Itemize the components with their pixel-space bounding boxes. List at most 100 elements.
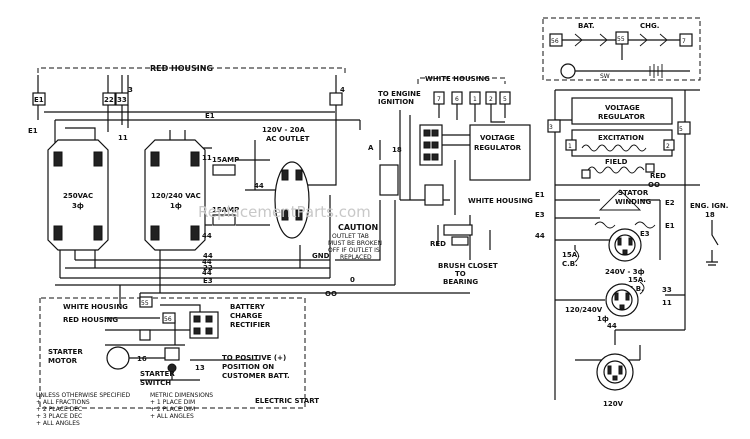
right-44-b: 44	[607, 322, 617, 330]
gen-120-line2: 1ф	[170, 202, 182, 210]
starter-switch-line2: SWITCH	[140, 379, 171, 387]
right-cb-a: 15A. C.B.	[562, 249, 580, 268]
wire-18: 18	[392, 146, 402, 154]
engine-ignition-note: TO ENGINE IGNITION	[378, 90, 421, 106]
note-right-1: + 1 PLACE DIM	[150, 399, 195, 406]
field-red-label: RED	[650, 172, 666, 180]
right-33-label: 33	[662, 286, 672, 294]
wire-e1-top: E1	[205, 112, 215, 120]
notes-right: METRIC DIMENSIONS + 1 PLACE DIM + 2 PLAC…	[150, 392, 213, 420]
right-sw-label: SW	[600, 73, 610, 80]
white-housing-mid-label: WHITE HOUSING	[468, 197, 533, 205]
right-terminal-66: 56	[551, 38, 559, 45]
wire-44-d: 44	[202, 269, 212, 277]
watermark: ReplacementParts.com	[198, 203, 371, 221]
generator-120-240vac: 120/240 VAC 1ф	[144, 139, 206, 251]
caution-title: CAUTION	[338, 223, 378, 232]
wh-terminal-2: 2	[489, 96, 493, 103]
caution-line3: OFF IF OUTLET IS	[328, 247, 380, 254]
starter-switch: STARTER SWITCH 13	[140, 347, 205, 387]
top-terminal-4: 4	[329, 86, 345, 106]
bottom-housing-outline	[39, 297, 306, 409]
top-terminal-33: 33	[115, 92, 129, 106]
wh-terminal-1: 1	[473, 96, 477, 103]
top-terminal-22: 22	[102, 92, 116, 106]
brush-line1: BRUSH CLOSET	[438, 262, 498, 270]
excite-2: 2	[666, 143, 670, 150]
mid-terminal-block	[419, 124, 443, 166]
bcr-line1: BATTERY	[230, 303, 266, 311]
engine-ignition-line1: TO ENGINE	[378, 90, 421, 98]
outlet-120v-20a: 120V - 20A AC OUTLET	[262, 126, 310, 239]
right-excitation: EXCITATION 1 2	[565, 129, 675, 157]
right-stator-winding: STATOR WINDING	[594, 189, 656, 229]
terminal-3-label: 3	[128, 86, 133, 94]
cb-b-line2: C.B.	[628, 285, 644, 293]
wire-gnd: GND	[312, 252, 330, 260]
receptacle-120-label: 120V	[603, 400, 624, 408]
right-e1-b: E1	[665, 222, 675, 230]
bottom-housing-labels: WHITE HOUSING RED HOUSING	[63, 303, 128, 324]
white-housing-mid: WHITE HOUSING	[468, 197, 533, 205]
wh-terminal-5: 5	[503, 96, 507, 103]
brush-red-label: RED	[430, 240, 446, 248]
right-vr-line2: REGULATOR	[598, 113, 646, 121]
caution-line1: OUTLET TAB	[332, 233, 369, 240]
right-11-label: 11	[662, 299, 672, 307]
fuse-top-label: 15AMP	[212, 156, 239, 164]
fuse-15amp-top: 15AMP	[212, 156, 239, 176]
note-left-3: + 3 PLACE DEC	[36, 413, 82, 420]
wire-22-mid: 22	[203, 264, 213, 272]
right-receptacle-120-240: 120/240V 1ф	[565, 283, 639, 323]
wire-44-b: 44	[202, 232, 212, 240]
right-receptacle-240: 240V - 3ф	[605, 228, 645, 276]
right-44-label: 44	[535, 232, 545, 240]
right-terminal-3: 3	[549, 124, 553, 131]
electric-start: ELECTRIC START	[255, 397, 319, 405]
note-left-0: UNLESS OTHERWISE SPECIFIED	[36, 392, 131, 399]
right-e1-label: E1	[535, 191, 545, 199]
outlet-line1: 120V - 20A	[262, 126, 306, 134]
cb-b-line1: 15A.	[628, 276, 646, 284]
fuse-bottom-label: 15AMP	[212, 206, 239, 214]
terminal-4-label: 4	[340, 86, 345, 94]
starter-switch-line1: STARTER	[140, 370, 175, 378]
left-wire-labels: E1 E1 11 11 44 44 44 44 A 18 44 22 E3 0 …	[28, 112, 402, 298]
small-component-mid	[379, 164, 444, 206]
starter-wire-16: 16	[137, 355, 147, 363]
right-oo-label: OO	[648, 181, 660, 189]
eng-ign-line2: 18	[705, 211, 715, 219]
wire-a: A	[368, 144, 374, 152]
vr-mid-line2: REGULATOR	[474, 144, 522, 152]
note-right-0: METRIC DIMENSIONS	[150, 392, 213, 399]
right-terminal-99: 5	[679, 126, 683, 133]
starter-wire-13: 13	[195, 364, 205, 372]
white-housing-bottom: WHITE HOUSING	[63, 303, 128, 311]
note-right-3: + ALL ANGLES	[150, 413, 194, 420]
right-bat-label: BAT.	[578, 22, 595, 30]
electric-start-label: ELECTRIC START	[255, 397, 319, 405]
right-vr-line1: VOLTAGE	[605, 104, 640, 112]
right-eng-ign: ENG. IGN. 18	[690, 202, 728, 266]
right-excitation-label: EXCITATION	[598, 134, 644, 142]
wire-44-a: 44	[254, 182, 264, 190]
white-housing-label: WHITE HOUSING	[425, 75, 490, 83]
right-bat-chg-box: BAT. CHG. 56 55 7 SW	[549, 22, 693, 80]
right-field-label: FIELD	[605, 158, 628, 166]
outlet-line2: AC OUTLET	[266, 135, 310, 143]
right-e3-b: E3	[640, 230, 650, 238]
wire-44-main: 44	[203, 252, 213, 260]
stator-line1: STATOR	[618, 189, 649, 197]
red-housing-label: RED HOUSING	[150, 64, 213, 73]
right-top-dashed-box	[542, 17, 701, 81]
note-left-4: + ALL ANGLES	[36, 420, 80, 427]
to-positive-line2: POSITION ON	[222, 363, 274, 371]
eng-ign-line1: ENG. IGN.	[690, 202, 728, 210]
right-terminal-77: 7	[682, 38, 686, 45]
starter-motor-line2: MOTOR	[48, 357, 78, 365]
red-housing-outline: RED HOUSING	[37, 64, 346, 73]
to-positive-note: TO POSITIVE (+) POSITION ON CUSTOMER BAT…	[222, 354, 290, 380]
wire-11-a: 11	[118, 134, 128, 142]
to-positive-line1: TO POSITIVE (+)	[222, 354, 286, 362]
